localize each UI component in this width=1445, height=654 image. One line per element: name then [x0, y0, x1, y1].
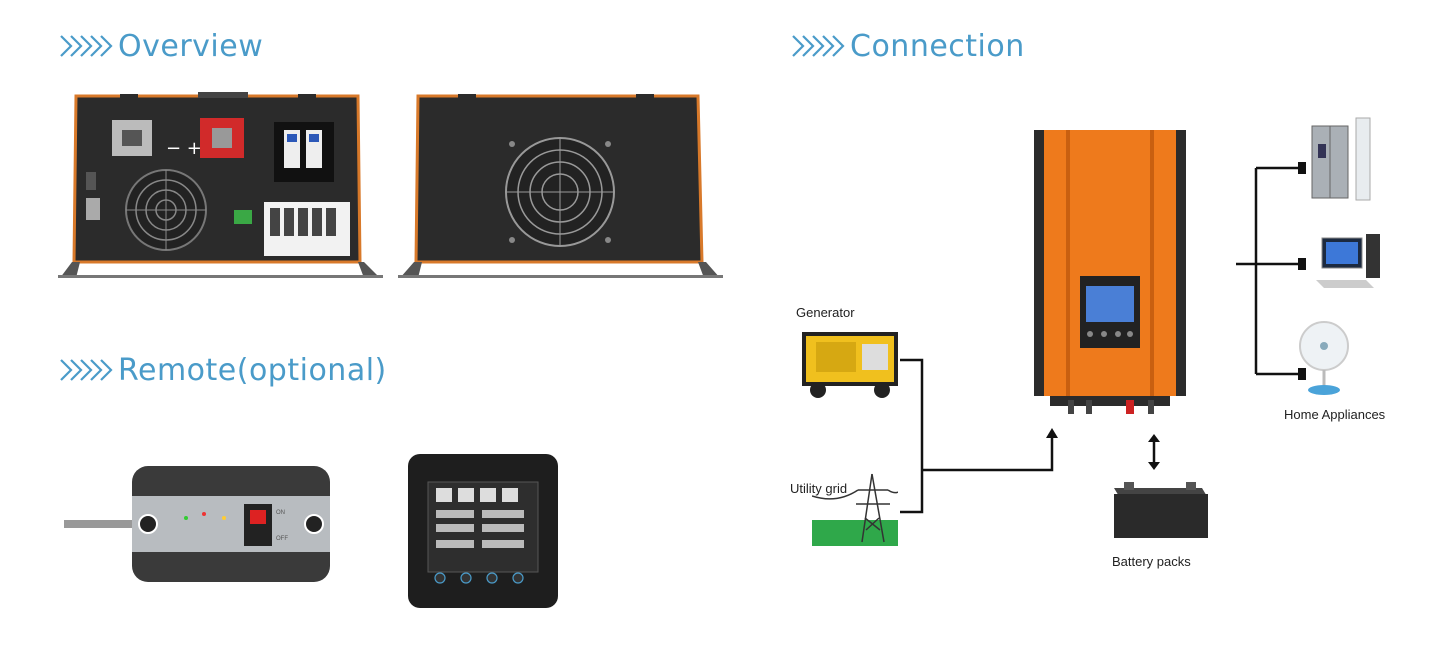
refrigerator-icon	[1311, 117, 1371, 201]
connection-heading: Connection	[790, 26, 1025, 66]
battery-packs-label: Battery packs	[1112, 554, 1191, 569]
inverter-unit-image	[1034, 130, 1186, 414]
utility-grid-label: Utility grid	[790, 481, 848, 496]
overview-title: Overview	[118, 28, 264, 64]
remote-lcd-panel-image	[408, 454, 558, 608]
remote-switch-image: ON OFF	[64, 466, 330, 582]
triple-chevron-icon	[60, 35, 113, 57]
switch-on-label: ON	[276, 510, 285, 516]
triple-chevron-icon	[60, 359, 113, 381]
fan-icon	[1299, 321, 1349, 395]
battery-pack-image	[1114, 482, 1208, 538]
home-appliances-label: Home Appliances	[1284, 407, 1386, 422]
svg-text:− +: − +	[166, 138, 202, 159]
generator-image	[802, 332, 898, 398]
inverter-back-panel-image	[398, 94, 723, 278]
triple-chevron-icon	[792, 35, 845, 57]
overview-heading: Overview	[58, 26, 263, 66]
computer-icon	[1316, 234, 1380, 288]
remote-title: Remote(optional)	[118, 352, 387, 388]
switch-off-label: OFF	[276, 536, 288, 542]
remote-heading: Remote(optional)	[58, 350, 387, 390]
generator-label: Generator	[796, 305, 855, 320]
connection-title: Connection	[850, 28, 1025, 64]
inverter-front-panel-image: − +	[58, 92, 383, 278]
utility-grid-image	[812, 473, 898, 546]
